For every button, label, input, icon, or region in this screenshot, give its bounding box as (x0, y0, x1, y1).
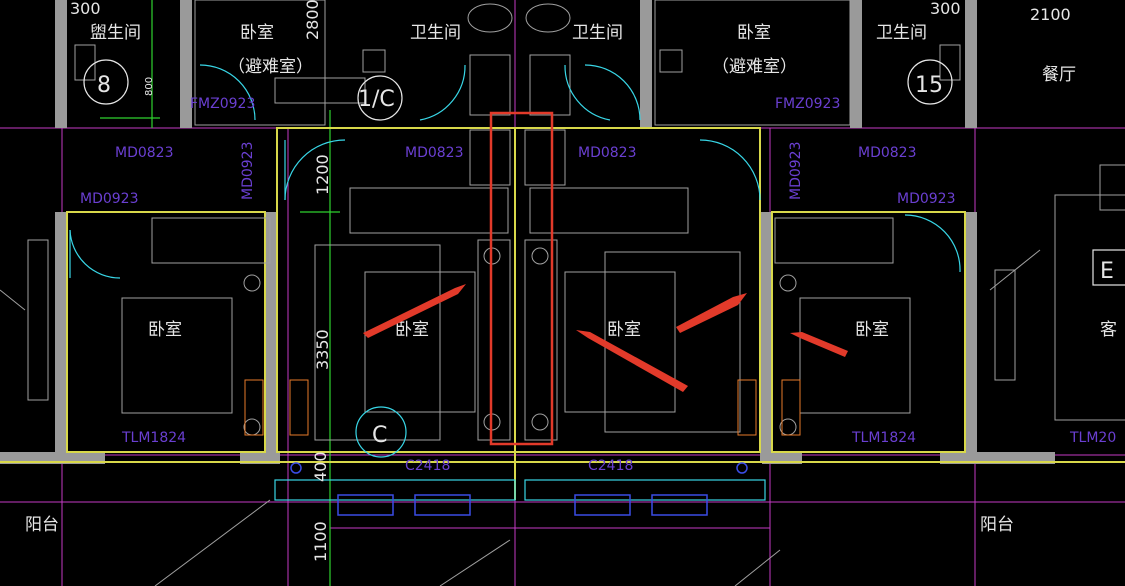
dim-300-right: 300 (930, 0, 961, 18)
room-label-washroom: 盥生间 (90, 23, 141, 43)
living-furniture (27, 164, 1125, 421)
radiators (244, 379, 801, 436)
door-tag-md0923-2: MD0923 (897, 191, 956, 207)
dim-400: 400 (311, 451, 330, 482)
room-label-bathroom-left: 卫生间 (410, 23, 461, 43)
door-tag-md0923-vertical-right: MD0923 (788, 142, 804, 201)
dimensions: 2800 1200 3350 400 1100 800 300 300 2100 (70, 0, 1071, 562)
room-label-balcony-left: 阳台 (25, 515, 59, 535)
room-label-bathroom-right: 卫生间 (572, 23, 623, 43)
door-tag-md0923-vertical-left: MD0923 (240, 142, 256, 201)
axis-bubble-1c (357, 75, 403, 121)
room-label-bedroom-2: 卧室 (395, 320, 429, 340)
door-tag-fm-left: FMZ0923 (190, 96, 255, 112)
door-tag-tlm1824-left: TLM1824 (121, 430, 186, 446)
balcony-hatches (0, 249, 1041, 586)
room-label-living: 客 (1100, 320, 1117, 340)
windows (290, 462, 748, 516)
room-label-bedroom-3: 卧室 (607, 320, 641, 340)
annotation-arrow-3 (676, 293, 747, 333)
axis-markers: 8 1/C 15 C E (83, 59, 1114, 458)
door-tag-md0823-3: MD0823 (578, 145, 637, 161)
annotation-overlay (363, 111, 848, 446)
annotation-arrow-2 (576, 330, 688, 392)
room-label-bathroom-far-right: 卫生间 (876, 23, 927, 43)
room-label-refuge-right: （避难室） (712, 57, 797, 77)
door-tag-md0823-2: MD0823 (405, 145, 464, 161)
axis-label-1c: 1/C (358, 87, 395, 112)
annotation-arrow-1 (363, 284, 466, 338)
beds (121, 239, 911, 441)
dim-3350: 3350 (313, 329, 332, 370)
room-label-refuge-left: （避难室） (228, 57, 313, 77)
room-label-bedroom-top-left: 卧室 (240, 23, 274, 43)
room-label-dining: 餐厅 (1042, 65, 1076, 85)
door-swings (69, 64, 961, 501)
dim-2800: 2800 (303, 0, 322, 40)
axis-label-e: E (1100, 259, 1114, 284)
window-tag-c2418-right: C2418 (588, 458, 633, 474)
room-label-balcony-right: 阳台 (980, 515, 1014, 535)
wardrobes (151, 129, 894, 264)
room-label-bedroom-top-right: 卧室 (737, 23, 771, 43)
walls (0, 0, 1125, 500)
room-labels: 盥生间 卧室 （避难室） 卫生间 卫生间 卧室 （避难室） 卫生间 餐厅 卧室 … (25, 23, 1117, 535)
dim-2100: 2100 (1030, 5, 1071, 24)
door-tag-tlm-partial: TLM20 (1069, 430, 1116, 446)
dim-1200: 1200 (313, 154, 332, 195)
axis-label-15: 15 (915, 73, 943, 98)
door-tag-md0823-1: MD0823 (115, 145, 174, 161)
door-tags: MD0823 MD0823 MD0823 MD0823 MD0923 MD092… (80, 96, 1116, 474)
window-tag-c2418-left: C2418 (405, 458, 450, 474)
axis-label-8: 8 (97, 73, 111, 98)
axis-line (100, 0, 340, 586)
room-label-bedroom-1: 卧室 (148, 320, 182, 340)
door-tag-md0823-4: MD0823 (858, 145, 917, 161)
axis-bubble-8 (83, 59, 129, 105)
dim-1100: 1100 (311, 521, 330, 562)
annotation-arrow-4 (790, 332, 848, 357)
axis-bubble-c (355, 406, 407, 458)
door-tag-tlm1824-right: TLM1824 (851, 430, 916, 446)
highlight-rectangle (489, 111, 554, 446)
door-tag-md0923-1: MD0923 (80, 191, 139, 207)
axis-bubble-15 (907, 59, 953, 105)
dim-800: 800 (144, 77, 155, 96)
axis-label-c: C (372, 423, 387, 448)
dim-300-left: 300 (70, 0, 101, 18)
room-label-bedroom-4: 卧室 (855, 320, 889, 340)
door-tag-fm-right: FMZ0923 (775, 96, 840, 112)
